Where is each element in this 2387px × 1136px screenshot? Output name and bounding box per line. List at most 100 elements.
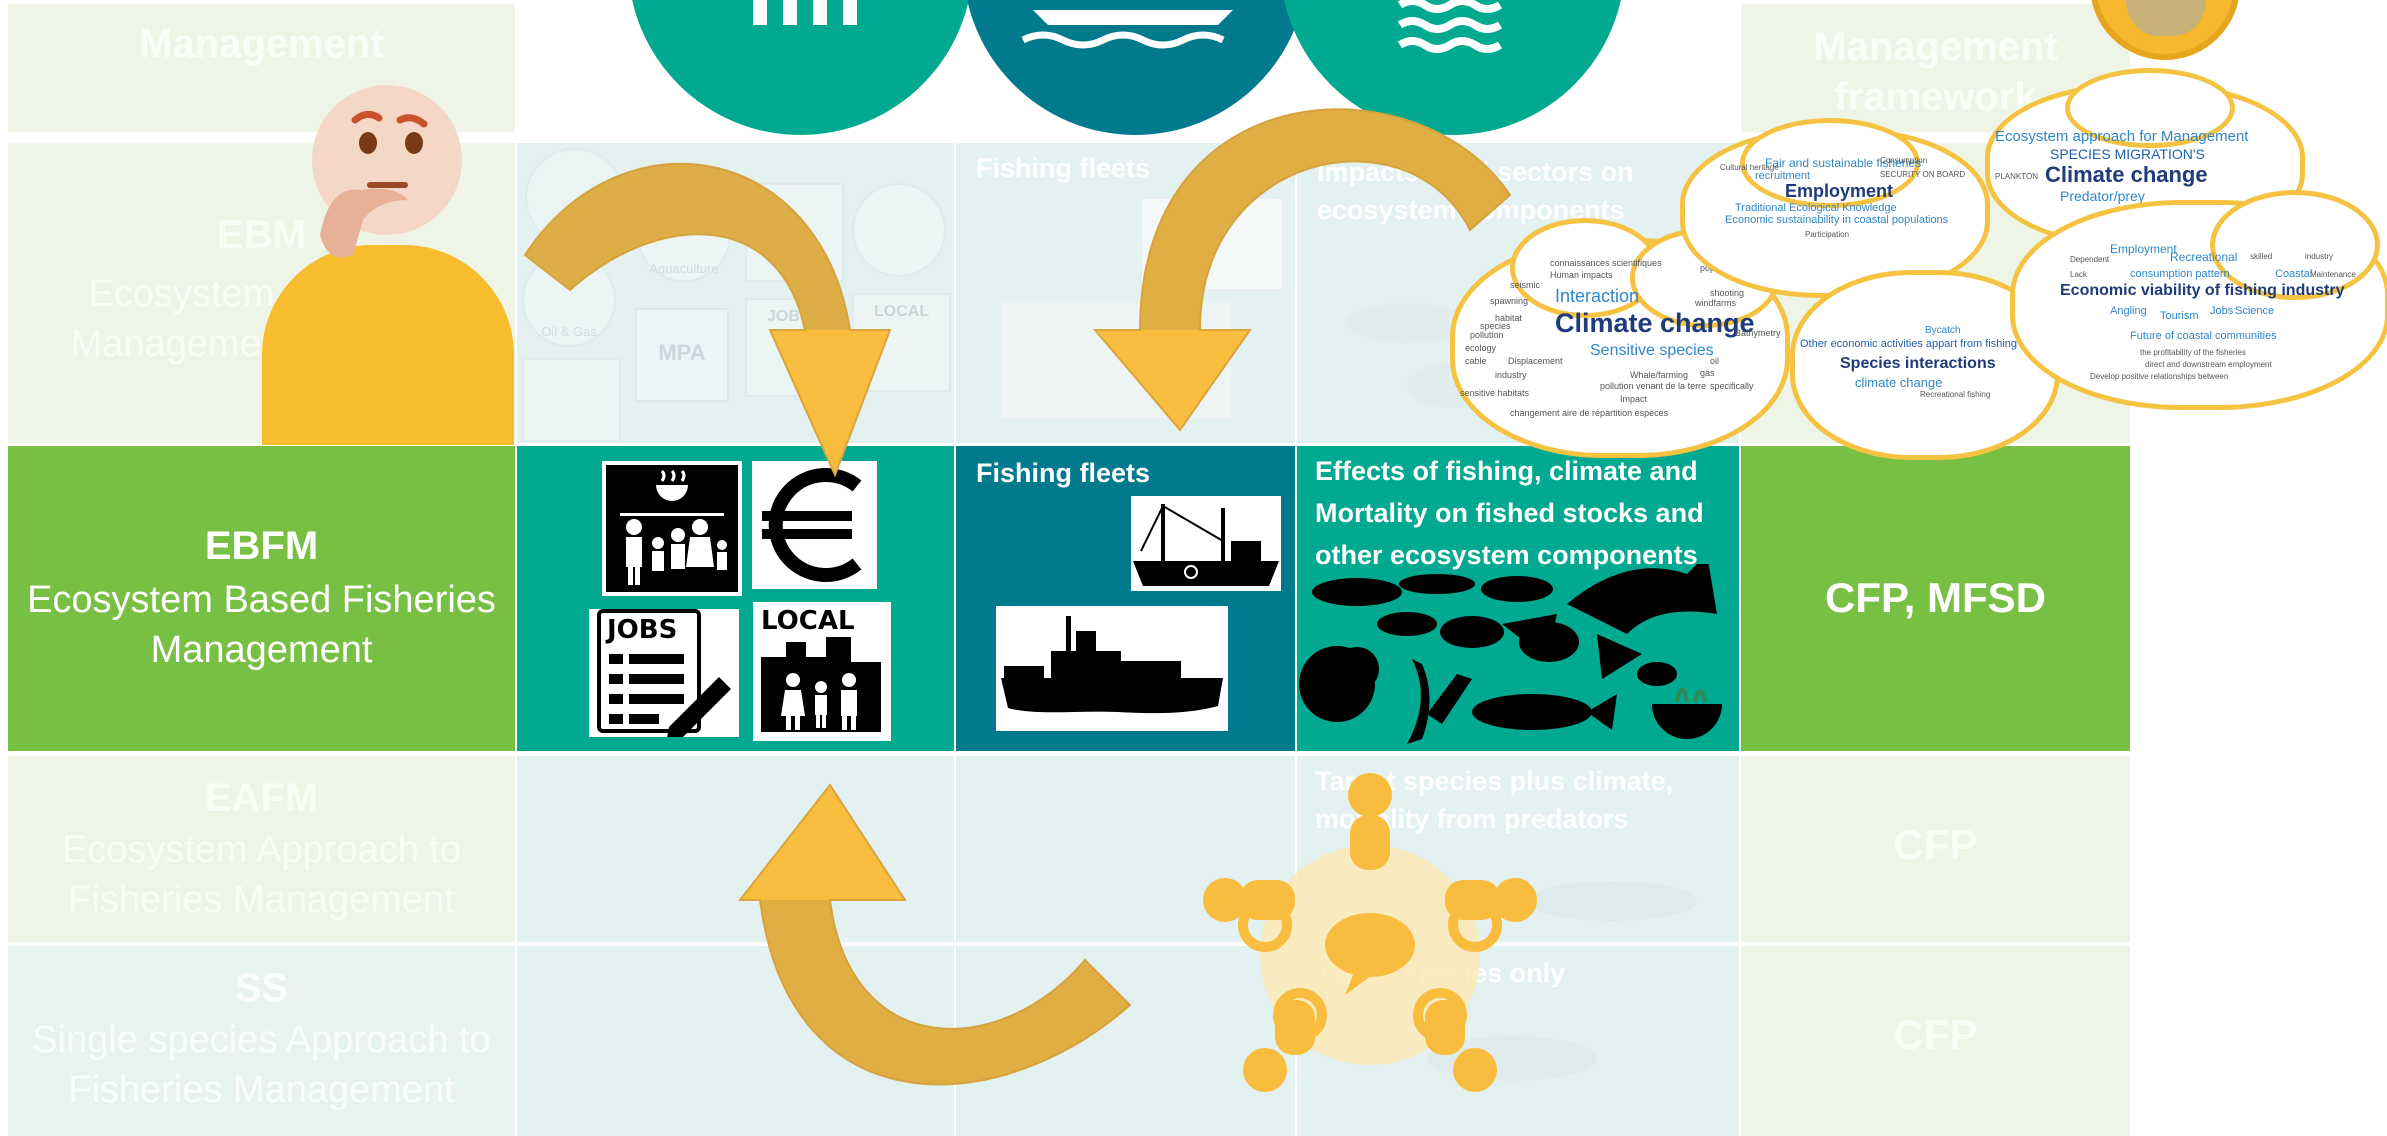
ebm-abbr: EBM [217,213,306,257]
eafm-fish-silhouettes [1527,881,1697,921]
ebm-oilgas-icon: Oil & Gas [522,253,616,347]
ss-empty-1 [517,946,954,1136]
cloud1-word-11: pollution [1470,330,1504,340]
ebm-name-1: Ecosystem [88,273,275,315]
fishing-boat-icon [1131,496,1281,591]
cloud4-word-12: direct and downstream employment [2145,360,2272,369]
ebm-name-2: Management [70,323,293,365]
eafm-framework: CFP [1893,821,1978,868]
left-header-title: Management [139,22,384,66]
ebfm-fleets-label: Fishing fleets [976,458,1151,488]
fishers-circle-icon [628,0,973,135]
ss-name-1: Single species Approach to [32,1019,491,1061]
cloud3-word-5: PLANKTON [1995,172,2038,181]
ebm-jobs-label: JOBS [767,308,811,325]
ebm-trawler-silhouette [1001,303,1231,418]
cloud4-word-2: Employment [2110,242,2177,256]
local-community-icon: LOCAL [753,602,891,741]
word-cloud-4: Economic viability of fishing industry E… [2010,190,2387,410]
cloud2-word-9: Participation [1805,230,1850,239]
ebfm-effects-cell: Effects of fishing, climate and Mortalit… [1297,446,1739,751]
jobs-label: JOBS [607,615,678,645]
ebfm-abbr: EBFM [204,524,319,568]
cloud1-word-2: Interaction [1555,286,1640,306]
cloud4-word-17: industry [2305,252,2334,261]
ebfm-framework-cell: CFP, MFSD [1741,446,2130,751]
cloud4-word-13: Develop positive relationships between [2090,372,2229,381]
ebm-boat-silhouette [1141,198,1283,290]
cloud1-word-26: changement aire de répartition espèces [1510,408,1669,418]
ebm-local-label: LOCAL [874,303,930,320]
cloud4-word-5: Coastal [2275,268,2313,280]
cloud4-word-15: Lack [2070,270,2087,279]
ebm-fleets-label: Fishing fleets [976,153,1151,183]
ebm-aquaculture-icon: Aquaculture [637,188,731,282]
jobs-icon: JOBS [589,609,739,737]
cloud1-word-25: Impact [1620,394,1648,404]
cloud3-word-2: SPECIES MIGRATION'S [2050,146,2205,162]
ss-framework: CFP [1893,1011,1978,1058]
euro-icon [752,461,877,589]
eafm-framework-cell: CFP [1741,756,2130,942]
cloud1-word-17: Displacement [1508,356,1563,366]
trawler-icon [996,606,1228,731]
cloud1-word-5: Human impacts [1550,270,1613,280]
cloud2-word-1: Employment [1785,181,1894,201]
cloud5-word-3: Other economic activities appart from fi… [1800,338,2018,350]
cloud1-word-10: windfarms [1695,298,1737,308]
cloud1-word-24: sensitive habitats [1460,388,1530,398]
cloud2-word-7: Consumption [1880,156,1928,165]
cloud1-word-21: Whale/farming [1630,370,1689,380]
cloud2-word-6: SECURITY ON BOARD [1880,170,1966,179]
marine-species-silhouettes-icon [1299,564,1722,744]
right-header-title: Management framework [1813,25,2058,119]
eafm-name-2: Fisheries Management [68,879,455,921]
ebm-icons-cell: Aquaculture Oil & Gas MPA JOBS LOCAL [517,143,954,443]
eafm-abbr: EAFM [204,776,319,820]
person-body [262,245,514,445]
cloud1-word-4: connaissances scientifiques [1550,258,1662,268]
ebfm-name-2: Management [150,629,373,671]
ebm-windturbine-icon [522,358,621,442]
cloud4-word-14: Dependent [2070,255,2110,264]
cloud1-word-3: Sensitive species [1590,342,1714,359]
family-icon [602,461,742,596]
cloud5-word-2: climate change [1855,375,1943,390]
cloud4-word-7: Tourism [2160,310,2199,322]
cloud4-word-3: Recreational [2170,250,2238,264]
cloud4-word-6: Angling [2110,305,2147,317]
ebfm-label-cell: EBFM Ecosystem Based Fisheries Managemen… [8,446,515,751]
oilgas-label: Oil & Gas [541,324,597,339]
ss-name-2: Fisheries Management [68,1069,455,1111]
aquaculture-label: Aquaculture [649,261,719,276]
eafm-name-1: Ecosystem Approach to [61,829,462,871]
cloud4-word-9: Science [2235,305,2275,317]
ss-label-cell: SS Single species Approach to Fisheries … [8,946,515,1136]
eafm-empty-1 [517,756,954,942]
cloud5-word-5: Recreational fishing [1920,390,1991,399]
cloud1-word-22: pollution venant de la terre [1600,381,1707,391]
ebm-jobs-icon: JOBS [745,298,844,397]
ebfm-effects-line-2: Mortality on fished stocks and [1315,498,1704,528]
cloud1-word-14: ecology [1465,343,1497,353]
thinking-person-icon [260,85,520,445]
cloud1-word-1: Climate change [1555,308,1755,338]
ebm-family-icon [745,183,844,282]
ss-framework-cell: CFP [1741,946,2130,1136]
left-header-cell: Management [8,4,515,132]
cloud1-word-13: species [1480,321,1511,331]
ebfm-effects-line-1: Effects of fishing, climate and [1315,456,1698,486]
ebm-local-icon: LOCAL [852,293,951,392]
ebfm-name-1: Ecosystem Based Fisheries [27,579,496,621]
cloud1-word-6: seismic [1510,280,1541,290]
ebm-mpa-icon: MPA [635,308,729,402]
cloud3-word-1: Ecosystem approach for Management [1995,128,2249,145]
cloud1-word-12: habitat [1495,313,1523,323]
local-label: LOCAL [761,606,855,636]
cloud1-word-23: specifically [1710,381,1754,391]
cloud3-word-3: Climate change [2045,162,2208,187]
cloud1-word-16: cable [1465,356,1487,366]
waves-circle-icon [1280,0,1625,135]
cloud2-word-3: Fair and sustainable fisheries [1765,156,1922,170]
cloud1-word-19: oil [1710,356,1720,366]
